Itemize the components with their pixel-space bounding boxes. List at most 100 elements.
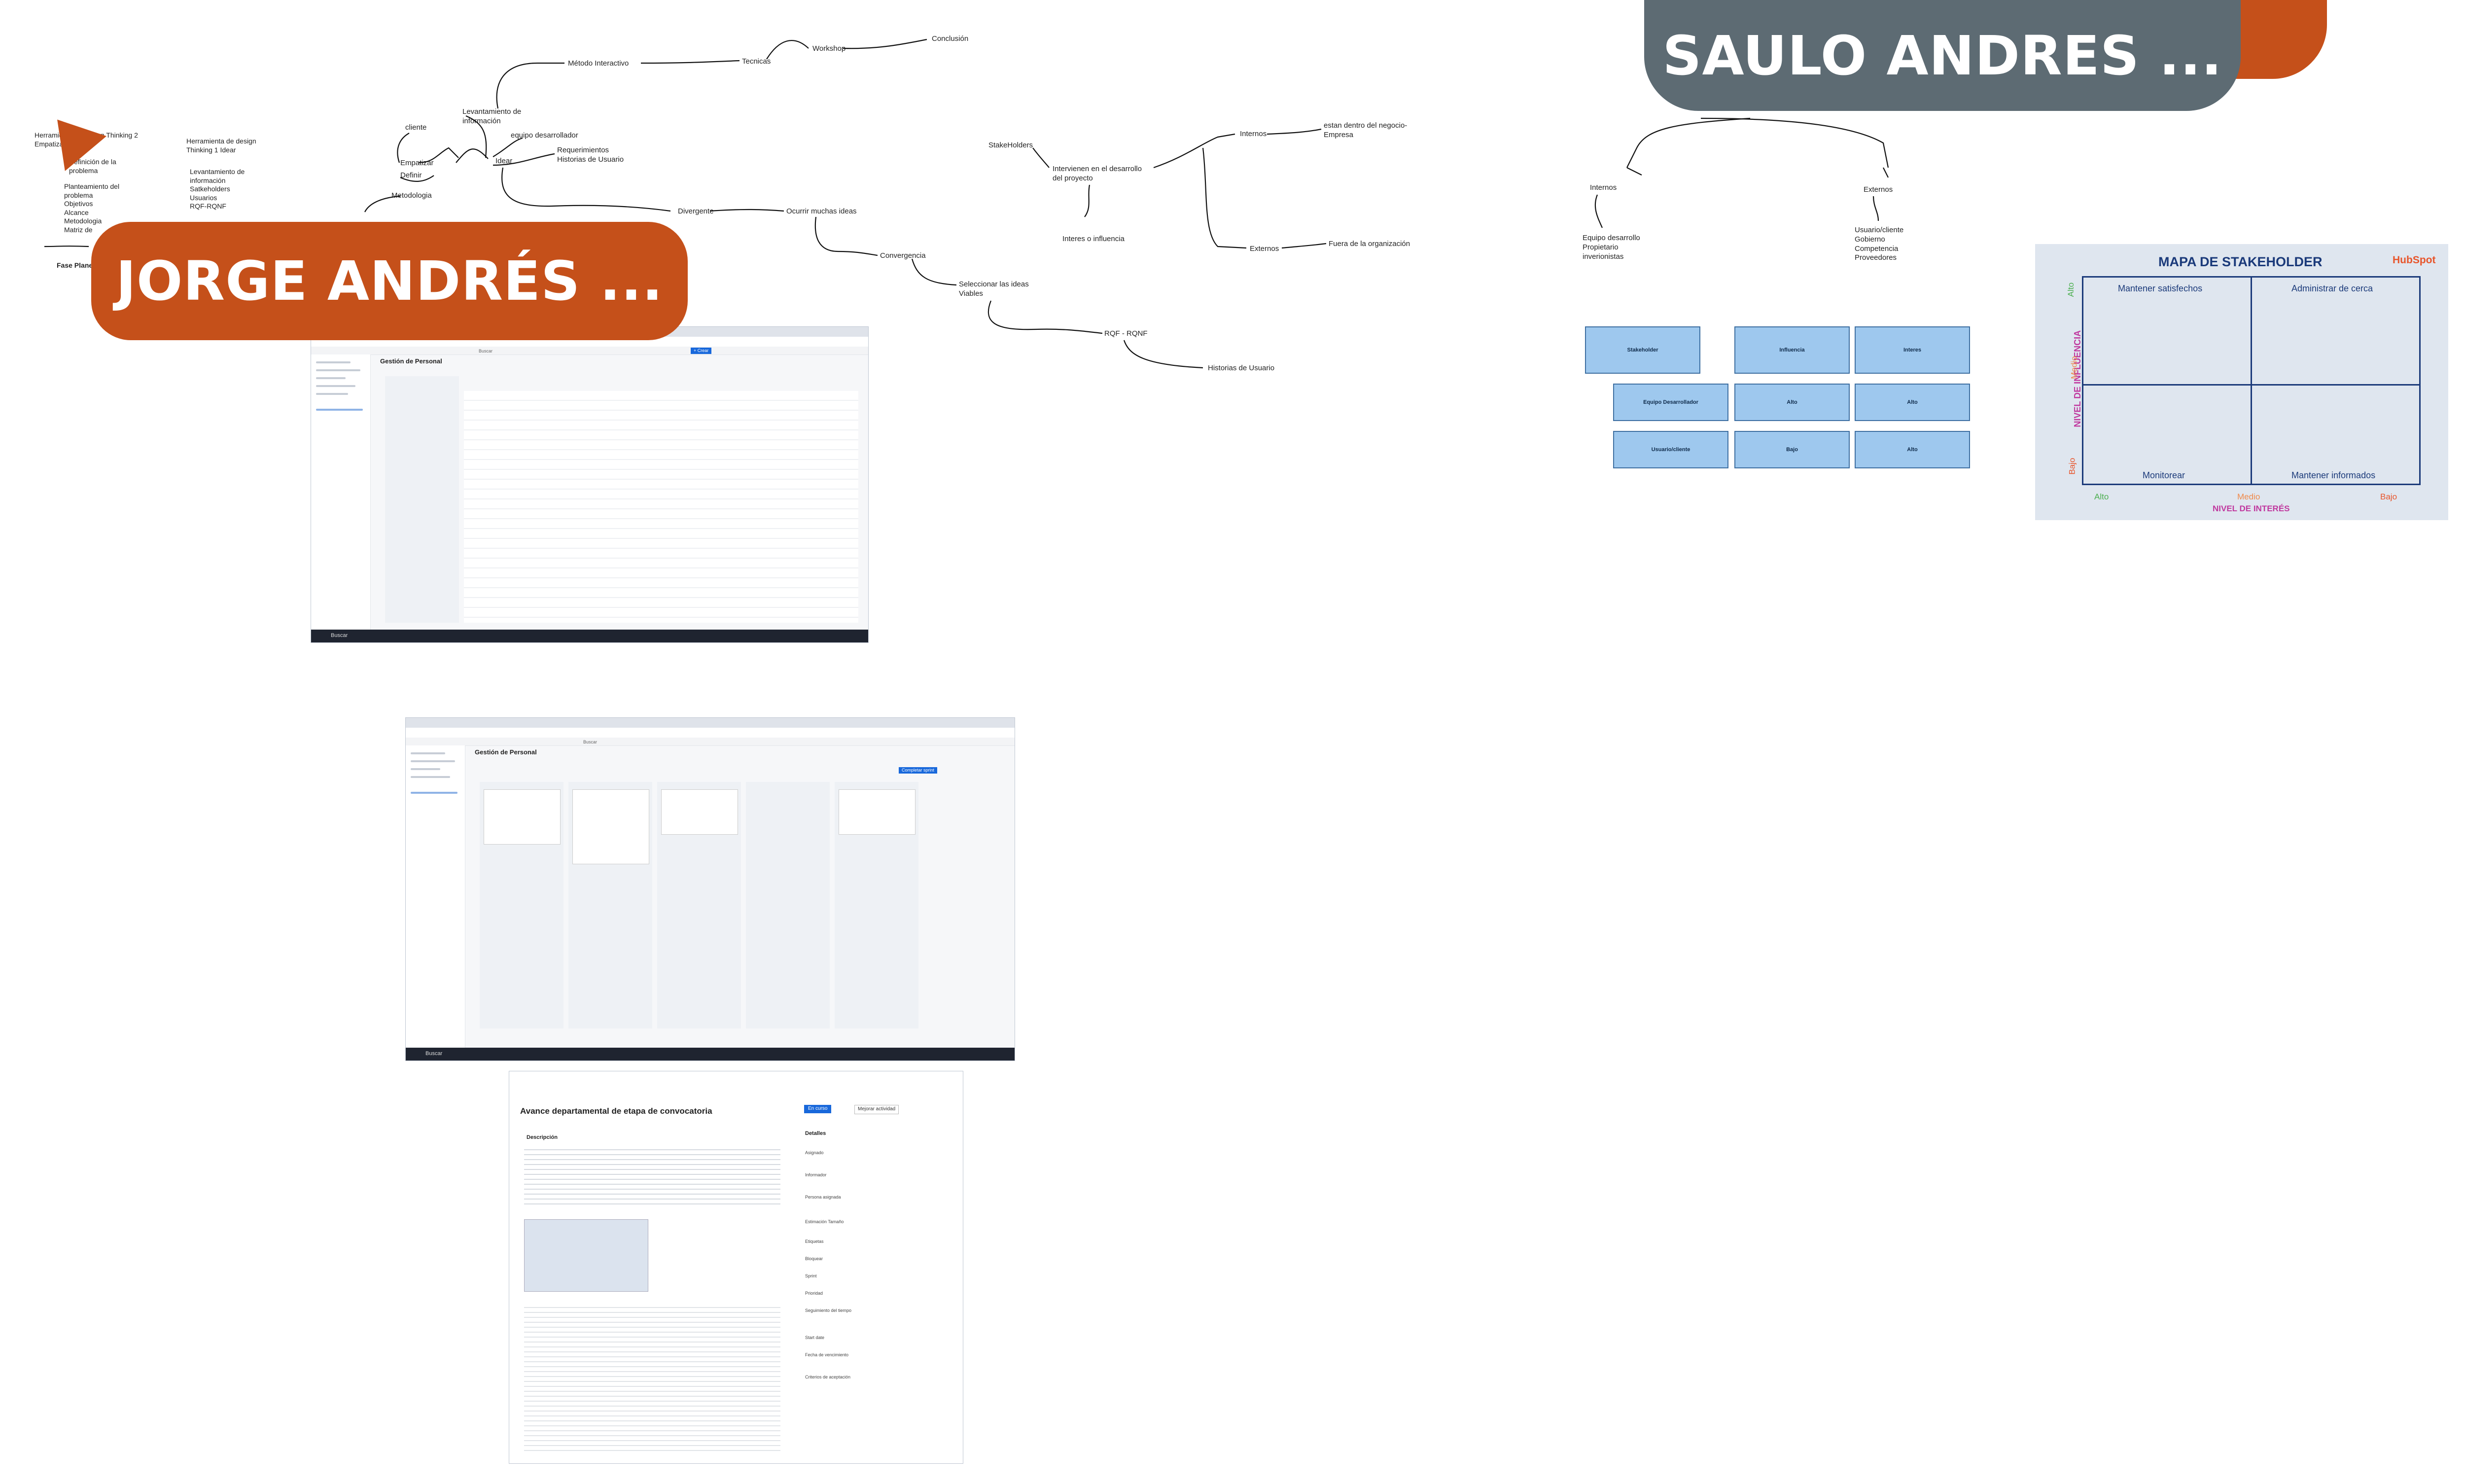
board-card[interactable] — [572, 789, 649, 864]
connector — [1032, 147, 1050, 168]
levantamiento-list-text: Levantamiento de información Satkeholder… — [190, 168, 245, 210]
connector — [1626, 117, 1751, 168]
field-label: Sprint — [805, 1273, 817, 1278]
connector — [400, 175, 434, 182]
workshop-text: Workshop — [812, 44, 846, 53]
quadrant-label: Mantener informados — [2291, 470, 2376, 480]
rqf-text: RQF - RQNF — [1104, 329, 1148, 338]
y-alto-label: Alto — [2066, 282, 2076, 297]
create-button[interactable]: + Crear — [691, 348, 712, 354]
stake-box-alto[interactable]: Alto — [1734, 384, 1850, 421]
stakeholder-matrix[interactable]: MAPA DE STAKEHOLDER HubSpot Mantener sat… — [2035, 244, 2448, 520]
address-bar[interactable] — [406, 728, 1015, 738]
stake-box-alto[interactable]: Alto — [1855, 431, 1970, 468]
bookmarks-bar[interactable] — [406, 738, 1015, 746]
cursor-tag-jorge: JORGE ANDRÉS ... — [91, 222, 688, 340]
fase-text: Fase Planea — [57, 261, 97, 269]
field-label: Fecha de vencimiento — [805, 1352, 849, 1357]
x-axis-label: NIVEL DE INTERÉS — [2213, 504, 2290, 513]
connector — [1123, 340, 1203, 369]
y-bajo-label: Bajo — [2067, 458, 2077, 475]
complete-sprint-button[interactable]: Completar sprint — [899, 767, 938, 774]
connector — [44, 246, 89, 247]
field-label: Estimación Tamaño — [805, 1219, 844, 1224]
connector — [911, 258, 957, 286]
issue-title: Avance departamental de etapa de convoca… — [520, 1106, 712, 1116]
improve-button[interactable]: Mejorar actividad — [854, 1105, 899, 1114]
externos-right-text: Externos — [1864, 185, 1893, 194]
bookmarks-bar[interactable] — [311, 347, 868, 355]
quadrant-label: Monitorear — [2143, 470, 2185, 480]
field-label: Bloquear — [805, 1256, 823, 1261]
jira-backlog-screenshot[interactable]: Gestión de Personal Buscar + Crear Busca… — [311, 326, 869, 643]
connector — [1153, 133, 1235, 169]
stake-box-equipo[interactable]: Equipo Desarrollador — [1613, 384, 1728, 421]
field-label: Prioridad — [805, 1291, 823, 1296]
connector — [419, 147, 459, 164]
jira-search[interactable]: Buscar — [583, 740, 598, 744]
stake-box-usuario[interactable]: Usuario/cliente — [1613, 431, 1728, 468]
connector — [1594, 194, 1603, 228]
definir-text: Definir — [400, 171, 422, 179]
estan-dentro-text: estan dentro del negocio- Empresa — [1324, 121, 1408, 139]
backlog-list[interactable] — [464, 391, 858, 623]
connector — [1202, 147, 1247, 249]
stake-box-bajo[interactable]: Bajo — [1734, 431, 1850, 468]
browser-tabs[interactable] — [406, 718, 1015, 728]
connector — [1084, 184, 1091, 217]
embedded-image[interactable] — [524, 1219, 648, 1292]
connector — [766, 40, 809, 60]
board-column[interactable] — [746, 782, 830, 1028]
divergente-text: Divergente — [678, 207, 714, 215]
status-button[interactable]: En curso — [804, 1105, 832, 1113]
conclusion-text: Conclusión — [932, 35, 969, 43]
board-card[interactable] — [484, 789, 561, 845]
jira-sidebar[interactable] — [311, 354, 371, 630]
connector — [496, 62, 538, 109]
field-label: Seguimiento del tiempo — [805, 1308, 852, 1313]
planteamiento-text: Planteamiento del problema Objetivos Alc… — [64, 182, 120, 234]
quadrant-mantener-informados: Mantener informados — [2251, 384, 2421, 485]
jira-board-screenshot[interactable]: Gestión de Personal Buscar Completar spr… — [405, 717, 1015, 1061]
jira-search[interactable]: Buscar — [479, 349, 493, 353]
stake-box-interes[interactable]: Interes — [1855, 326, 1970, 374]
project-name: Gestión de Personal — [475, 748, 537, 756]
connector — [1267, 128, 1322, 135]
acceptance-criteria-lines — [524, 1303, 780, 1451]
connector — [364, 195, 401, 212]
stake-box-stakeholder[interactable]: Stakeholder — [1585, 326, 1700, 374]
intervienen-text: Intervienen en el desarrollo del proyect… — [1053, 165, 1142, 182]
description-heading: Descripción — [527, 1134, 558, 1140]
historias-text: Historias de Usuario — [1208, 364, 1275, 372]
connector — [814, 216, 878, 256]
epic-panel[interactable] — [385, 376, 459, 623]
taskbar-search[interactable]: Buscar — [425, 1051, 443, 1057]
jira-issue-screenshot[interactable]: Avance departamental de etapa de convoca… — [509, 1071, 963, 1464]
stake-box-alto[interactable]: Alto — [1855, 384, 1970, 421]
taskbar[interactable]: Buscar — [311, 630, 868, 642]
taskbar-search[interactable]: Buscar — [331, 633, 348, 638]
cliente-text: cliente — [405, 123, 427, 132]
connector — [397, 133, 410, 163]
externos-list-text: Usuario/cliente Gobierno Competencia Pro… — [1855, 226, 1904, 262]
taskbar[interactable]: Buscar — [406, 1048, 1015, 1060]
convergencia-text: Convergencia — [880, 251, 926, 260]
project-name: Gestión de Personal — [380, 357, 442, 365]
jira-sidebar[interactable] — [406, 745, 465, 1048]
seleccionar-text: Seleccionar las ideas Viables — [959, 280, 1029, 298]
description-text-lines — [524, 1145, 780, 1204]
x-bajo-label: Bajo — [2380, 492, 2397, 501]
quadrant-administrar: Administrar de cerca — [2251, 276, 2421, 386]
externos-text: Externos — [1250, 245, 1279, 253]
quadrant-label: Administrar de cerca — [2291, 283, 2373, 293]
connector — [501, 167, 671, 212]
connector — [493, 153, 555, 166]
matrix-title: MAPA DE STAKEHOLDER — [2158, 254, 2323, 269]
equipo-text: equipo desarrollador — [511, 131, 578, 140]
board-card[interactable] — [839, 789, 916, 835]
stake-box-influencia[interactable]: Influencia — [1734, 326, 1850, 374]
connector — [709, 209, 784, 212]
board-card[interactable] — [661, 789, 738, 835]
field-label: Etiquetas — [805, 1239, 824, 1244]
